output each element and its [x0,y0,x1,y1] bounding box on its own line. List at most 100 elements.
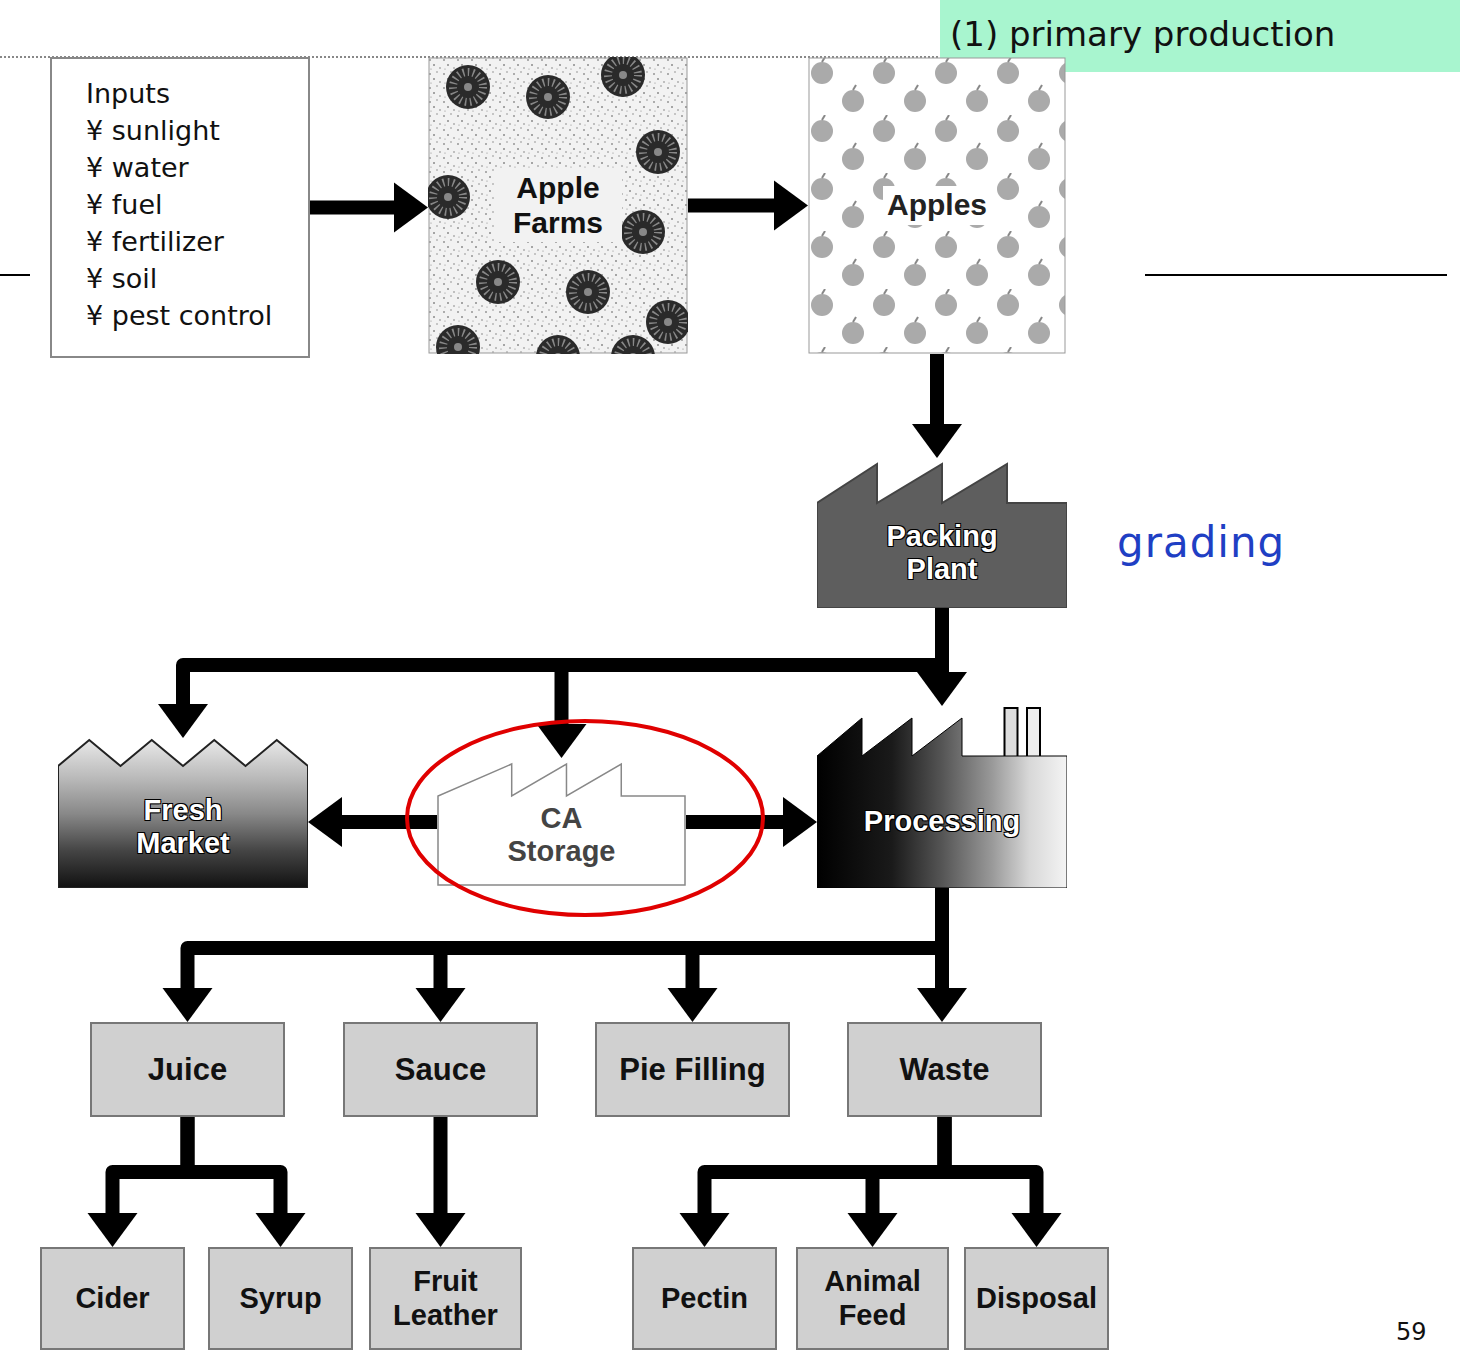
flow-arrow [917,608,967,706]
product-box: Sauce [343,1022,538,1117]
arrowhead [848,1213,898,1247]
flow-arrow [416,1117,466,1247]
flow-arrow [680,1117,945,1247]
text-group: Juice [148,1052,227,1088]
text-group: Apple Farms [494,169,622,242]
arrowhead [308,797,342,847]
flow-arrow [416,888,943,1022]
arrowhead [158,704,208,738]
market-shape: Fresh Market [58,738,308,888]
text-group: Pectin [661,1282,748,1315]
factory-shape: Packing Plant [817,458,1067,608]
node-label: Fruit Leather [381,1265,510,1332]
flow-arrow [163,888,943,1022]
apples-panel: Apples [808,57,1066,354]
flow-arrow [945,1117,1062,1247]
flow-line [338,815,437,829]
inputs-heading: Inputs [86,75,272,112]
flow-line [930,354,944,428]
flow-line [562,608,943,728]
product-box: Animal Feed [796,1247,949,1350]
storage-shape: CA Storage [437,758,686,886]
arrowhead [163,988,213,1022]
flow-line [434,1117,448,1217]
flow-arrow [686,797,817,847]
input-item: ¥ water [86,149,272,186]
input-item: ¥ sunlight [86,112,272,149]
text-group: Disposal [976,1282,1097,1315]
node-label: Apple Farms [494,169,622,242]
arrowhead [912,424,962,458]
arrowhead [394,183,428,233]
node-label: Packing Plant [867,520,1017,587]
product-box: Waste [847,1022,1042,1117]
rule-line [1145,274,1447,276]
flow-line [935,608,949,676]
inputs-box: Inputs¥ sunlight¥ water¥ fuel¥ fertilize… [50,57,310,358]
text-group: Inputs¥ sunlight¥ water¥ fuel¥ fertilize… [86,75,272,334]
node-label: Syrup [239,1282,321,1315]
input-item: ¥ soil [86,260,272,297]
arrowhead [256,1213,306,1247]
flow-arrow [688,181,808,231]
node-label: Waste [899,1052,989,1088]
product-box: Juice [90,1022,285,1117]
flow-arrow [537,608,943,758]
text-group: Animal Feed [808,1265,937,1332]
node-label: Apples [883,186,991,225]
flow-arrow [308,797,437,847]
arrowhead [680,1213,730,1247]
product-box: Syrup [208,1247,353,1350]
product-box: Pie Filling [595,1022,790,1117]
factory-shape: Processing [817,706,1067,888]
flow-line [686,815,787,829]
flow-line [188,888,943,992]
flow-line [873,1117,945,1217]
highlight-ellipse [407,721,763,915]
product-box: Fruit Leather [369,1247,522,1350]
arrowhead [416,988,466,1022]
node-label: Pectin [661,1282,748,1315]
node-label: Juice [148,1052,227,1088]
page-number: 59 [1396,1318,1427,1346]
text-group: Pie Filling [619,1052,765,1088]
flow-line [693,888,943,992]
flow-line [113,1117,188,1217]
input-item: ¥ fertilizer [86,223,272,260]
node-label: Animal Feed [808,1265,937,1332]
input-item: ¥ fuel [86,186,272,223]
flow-line [441,888,943,992]
flow-arrow [668,888,943,1022]
arrowhead [783,797,817,847]
arrowhead [88,1213,138,1247]
text-group: Apples [883,186,991,225]
stage-note: grading [1117,518,1285,567]
flow-line [688,199,778,213]
flow-arrow [88,1117,188,1247]
node-label: Fresh Market [108,794,258,861]
text-group: Syrup [239,1282,321,1315]
flow-line [945,1117,1037,1217]
text-group: Waste [899,1052,989,1088]
product-box: Cider [40,1247,185,1350]
arrowhead [416,1213,466,1247]
flow-arrow [848,1117,945,1247]
arrowhead [774,181,808,231]
node-label: Sauce [395,1052,486,1088]
flow-arrow [917,888,967,1022]
flow-line [188,1117,281,1217]
text-group: Fruit Leather [381,1265,510,1332]
product-box: Pectin [632,1247,777,1350]
section-title: (1) primary production [950,14,1335,54]
node-label: Processing [864,805,1020,838]
input-item: ¥ pest control [86,297,272,334]
text-group: Packing Plant [867,520,1017,587]
text-group: CA Storage [492,802,632,869]
text-group: Fresh Market [108,794,258,861]
node-label: Cider [75,1282,149,1315]
flow-arrow [310,183,428,233]
arrowhead [1012,1213,1062,1247]
text-group: Sauce [395,1052,486,1088]
flow-arrow [912,354,962,458]
